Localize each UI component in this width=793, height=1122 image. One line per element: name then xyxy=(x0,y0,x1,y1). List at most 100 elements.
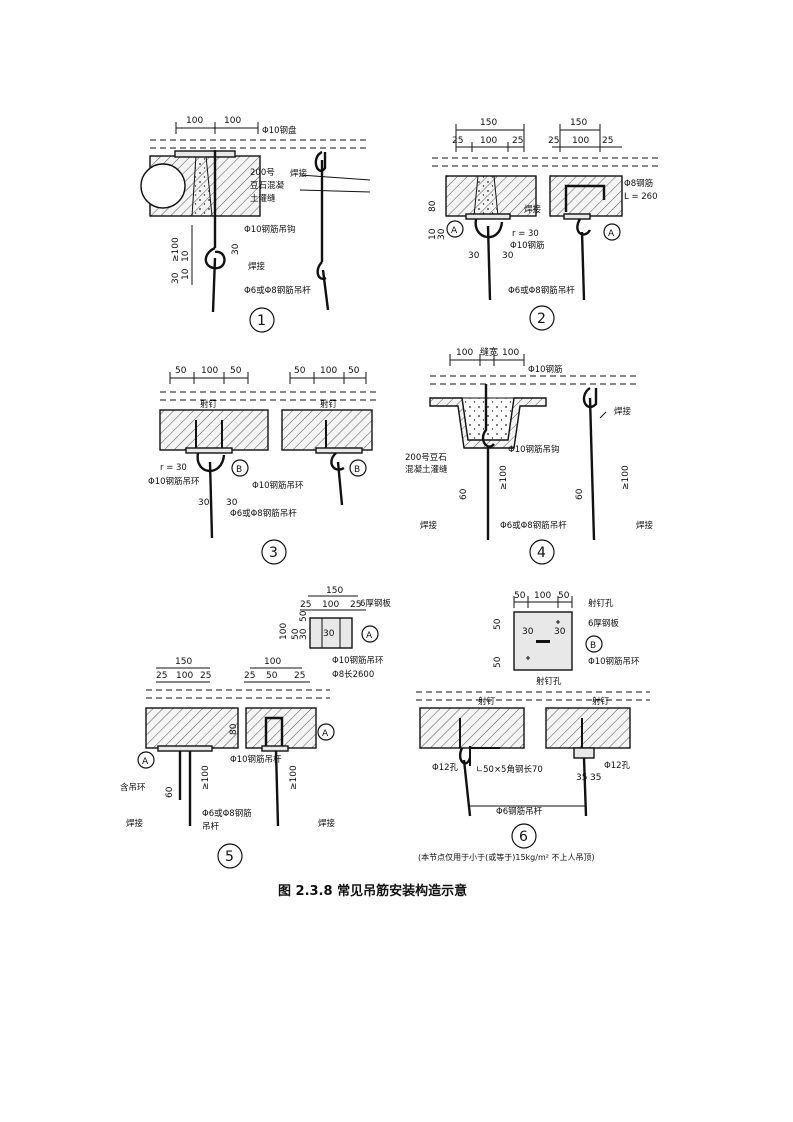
label: 土灌缝 xyxy=(250,193,276,204)
label: Φ12孔 xyxy=(432,763,459,773)
label: r = 30 xyxy=(160,463,187,473)
dim-label: ≥100 xyxy=(289,765,299,790)
label: r = 30 xyxy=(512,229,539,239)
dim-label: 100 xyxy=(224,116,241,126)
label: 射钉孔 xyxy=(536,676,562,687)
dim-label: 30 xyxy=(231,243,241,255)
detail-number-badge xyxy=(261,539,287,565)
dim-label: 30 xyxy=(198,498,210,508)
dim-label: 100 xyxy=(322,600,339,610)
dim-label: 100 xyxy=(502,348,519,358)
label: L = 260 xyxy=(624,192,658,202)
dim-label: 35 xyxy=(576,773,587,783)
label: Φ12孔 xyxy=(604,761,631,771)
label: Φ6或Φ8钢筋吊杆 xyxy=(508,285,575,296)
figure-caption: 图 2.3.8 常见吊筋安装构造示意 xyxy=(278,883,467,899)
dim-label: 50 xyxy=(230,366,242,376)
dim-label: 60 xyxy=(165,786,175,798)
dim-label: 80 xyxy=(428,200,438,212)
label: Φ6钢筋吊杆 xyxy=(496,806,543,817)
marker: B xyxy=(590,641,596,651)
marker: A xyxy=(366,631,373,641)
label: 6厚钢板 xyxy=(588,618,619,629)
label: 焊接 xyxy=(248,261,266,272)
label: 焊接 xyxy=(614,406,632,417)
label: Φ10钢筋 xyxy=(528,364,563,375)
label: 焊接 xyxy=(126,818,144,829)
marker: B xyxy=(354,465,360,475)
label: 200号 xyxy=(250,168,275,178)
dim-label: 缝宽 xyxy=(480,346,498,358)
marker: A xyxy=(142,757,149,767)
detail-number-badge xyxy=(217,843,243,869)
label: 焊接 xyxy=(524,204,542,215)
label: 焊接 xyxy=(636,520,654,531)
dim-label: 25 xyxy=(512,136,523,146)
dim-label: 35 xyxy=(590,773,601,783)
detail-6: 50 100 50 30 30 50 50 B 射钉孔 6厚钢板 Φ10钢筋吊环… xyxy=(416,591,650,862)
label: Φ10钢筋吊环 xyxy=(332,655,384,666)
detail-number: 3 xyxy=(269,545,278,561)
dim-label: 25 xyxy=(452,136,463,146)
label: Φ6或Φ8钢筋吊杆 xyxy=(500,520,567,531)
label: Φ10钢筋 xyxy=(510,240,545,251)
label: Φ10钢盘 xyxy=(262,125,297,136)
label: 吊杆 xyxy=(202,821,220,832)
dim-label: 150 xyxy=(480,118,497,128)
detail-4: 100 缝宽 100 Φ10钢筋 Φ10钢筋吊钩 200号豆石 混凝土灌缝 60… xyxy=(405,346,654,565)
detail-number: 6 xyxy=(519,829,528,845)
label: ∟50×5角钢长70 xyxy=(476,764,543,775)
dim-label: 50 xyxy=(493,618,503,630)
label: Φ10钢筋吊钩 xyxy=(244,224,296,235)
label: 射钉 xyxy=(478,696,496,707)
dim-label: 60 xyxy=(459,488,469,500)
label: 射钉孔 xyxy=(588,598,614,609)
dim-label: 10 xyxy=(181,268,191,280)
marker: A xyxy=(322,729,329,739)
label: 焊接 xyxy=(290,168,308,179)
dim-label: 50 xyxy=(514,591,526,601)
dim-label: 30 xyxy=(502,251,514,261)
label: Φ8长2600 xyxy=(332,669,374,680)
dim-label: 100 xyxy=(264,657,281,667)
dim-label: 150 xyxy=(326,586,343,596)
detail-6-note: (本节点仅用于小于(或等于)15kg/m² 不上人吊顶) xyxy=(418,852,595,862)
label: 射钉 xyxy=(320,399,338,410)
dim-label: 100 xyxy=(480,136,497,146)
label: 含吊环 xyxy=(120,782,146,793)
detail-number-badge xyxy=(529,305,555,331)
dim-label: 25 xyxy=(350,600,361,610)
dim-label: 25 xyxy=(200,671,211,681)
dim-label: 50 xyxy=(266,671,278,681)
dim-label: 30 xyxy=(522,627,534,637)
label: 焊接 xyxy=(420,520,438,531)
label: Φ6或Φ8钢筋吊杆 xyxy=(230,508,297,519)
dim-label: ≥100 xyxy=(171,237,181,262)
dim-label: 100 xyxy=(279,623,289,640)
label: Φ6或Φ8钢筋吊杆 xyxy=(244,285,311,296)
marker: A xyxy=(608,229,615,239)
dim-label: 50 xyxy=(175,366,187,376)
marker: A xyxy=(451,226,458,236)
label: Φ10钢筋吊杆 xyxy=(230,754,282,765)
dim-label: 25 xyxy=(244,671,255,681)
detail-number: 4 xyxy=(537,545,546,561)
dim-label: 25 xyxy=(602,136,613,146)
label: 射钉 xyxy=(200,399,218,410)
label: 200号豆石 xyxy=(405,453,447,463)
dim-label: 30 xyxy=(299,628,309,640)
dim-label: 80 xyxy=(229,723,239,735)
dim-label: 25 xyxy=(294,671,305,681)
dim-label: 30 xyxy=(437,228,447,240)
dim-label: 100 xyxy=(201,366,218,376)
dim-label: 50 xyxy=(294,366,306,376)
dim-label: 150 xyxy=(175,657,192,667)
detail-number-badge xyxy=(511,823,537,849)
dim-label: 30 xyxy=(468,251,480,261)
detail-number: 1 xyxy=(257,313,266,329)
label: 6厚钢板 xyxy=(360,598,391,609)
detail-1: 100 100 ≥100 10 30 10 30 Φ10钢盘 200号 豆石混凝… xyxy=(140,116,371,333)
label: Φ10钢筋吊环 xyxy=(148,476,200,487)
label: Φ10钢筋吊钩 xyxy=(508,444,560,455)
